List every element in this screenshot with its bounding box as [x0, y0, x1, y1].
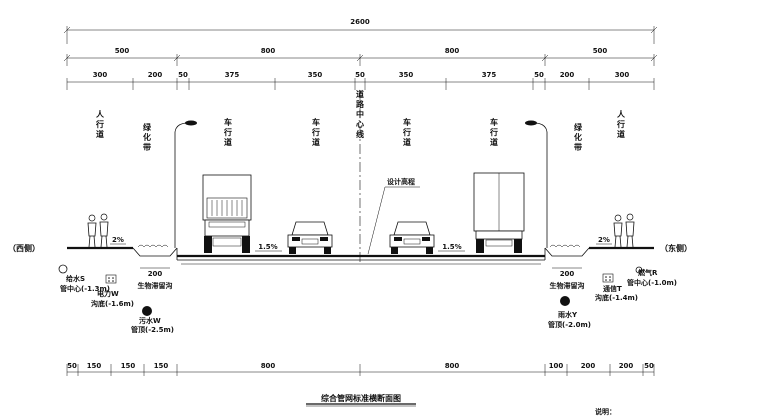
dim-l2-3: 375 — [225, 71, 240, 79]
dim-l2-10: 300 — [615, 71, 630, 79]
dim-l2-5: 50 — [355, 71, 365, 79]
pipe-gas: 燃气R 管中心(-1.0m) — [627, 266, 677, 287]
greenbelt-west-ditch — [132, 247, 178, 257]
dim-bottom: 50 150 150 150 800 800 100 200 200 50 — [66, 362, 655, 376]
pipe-telecom-name: 通信T — [603, 284, 622, 293]
dim-l1-2: 800 — [445, 47, 460, 55]
zone-label-greenbelt-w: 绿化带 — [143, 122, 152, 152]
pipe-sewage: 污水W 管顶(-2.5m) — [131, 306, 174, 334]
pipe-telecom: 通信T 沟底(-1.4m) — [595, 273, 638, 302]
pipe-rain-depth: 管顶(-2.0m) — [548, 320, 591, 329]
truck-west — [202, 174, 252, 253]
telecom-duct-icon — [602, 273, 614, 283]
pipe-gas-name: 燃气R — [637, 268, 658, 277]
zone-label-sidewalk-e: 人行道 — [616, 109, 626, 139]
rain-pipe-icon — [560, 296, 570, 306]
dim-l1-1: 800 — [261, 47, 276, 55]
zone-label-centerline: 道路中心线 — [356, 89, 365, 139]
dim-l1-3: 500 — [593, 47, 608, 55]
dim-level2: 300 200 50 375 350 50 350 375 50 200 300 — [66, 71, 655, 90]
dim-b-2: 150 — [121, 362, 136, 370]
dim-b-0: 50 — [67, 362, 77, 370]
dim-b-9: 50 — [644, 362, 654, 370]
ditch-width-west: 200 — [148, 270, 163, 278]
car-west — [287, 221, 333, 254]
pipe-rain-name: 雨水Y — [558, 310, 578, 319]
dim-total-label: 2600 — [350, 18, 370, 26]
dim-l2-6: 350 — [399, 71, 414, 79]
zone-label-lane-e2: 车行道 — [489, 117, 498, 147]
dim-l2-7: 375 — [482, 71, 497, 79]
zone-label-lane-w2: 车行道 — [311, 117, 320, 147]
ditch-label-west: 生物滞留沟 — [138, 281, 173, 290]
ditch-west: 200 生物滞留沟 — [138, 267, 173, 290]
zone-label-sidewalk-w: 人行道 — [95, 109, 105, 139]
dim-l2-2: 50 — [178, 71, 188, 79]
pipe-sewage-depth: 管顶(-2.5m) — [131, 325, 174, 334]
dim-b-6: 100 — [549, 362, 564, 370]
slope-sidewalk-west: 2% — [112, 236, 124, 244]
pipe-power-depth: 沟底(-1.6m) — [91, 299, 134, 308]
truck-east — [473, 172, 525, 253]
gas-pipe-icon — [635, 266, 643, 274]
street-lamp-west — [174, 120, 197, 248]
dim-l2-8: 50 — [534, 71, 544, 79]
corner-note: 说明： — [595, 407, 616, 416]
zone-label-lane-w1: 车行道 — [223, 117, 232, 147]
slope-road-east: 1.5% — [442, 243, 461, 251]
greenbelt-east-shrubs — [549, 244, 581, 248]
street-lamp-east — [525, 120, 548, 248]
dim-l2-9: 200 — [560, 71, 575, 79]
dim-b-7: 200 — [581, 362, 596, 370]
car-east — [389, 221, 435, 254]
pipe-power-name: 电力W — [97, 289, 119, 298]
pipe-water-supply-name: 给水S — [66, 274, 85, 283]
side-label-west: （西侧） — [8, 243, 40, 253]
ditch-label-east: 生物滞留沟 — [550, 281, 585, 290]
zone-label-lane-e1: 车行道 — [402, 117, 411, 147]
pedestrians-west — [87, 213, 109, 248]
water-supply-pipe-icon — [58, 264, 68, 274]
pedestrians-east — [613, 213, 635, 248]
dim-l1-0: 500 — [115, 47, 130, 55]
design-elevation-label: 设计高程 — [387, 177, 415, 186]
dim-b-4: 800 — [261, 362, 276, 370]
dim-l2-4: 350 — [308, 71, 323, 79]
pipe-sewage-name: 污水W — [139, 316, 161, 325]
dim-b-8: 200 — [619, 362, 634, 370]
ditch-width-east: 200 — [560, 270, 575, 278]
drawing-title: 综合管网标准横断面图 — [321, 393, 401, 403]
dim-b-3: 150 — [154, 362, 169, 370]
sewage-pipe-icon — [142, 306, 152, 316]
design-elevation-callout: 设计高程 — [367, 177, 420, 255]
pipe-water-supply: 给水S 管中心(-1.3m) — [58, 264, 110, 293]
greenbelt-west-shrubs — [137, 244, 169, 248]
pipe-water-supply-depth: 管中心(-1.3m) — [60, 284, 110, 293]
zone-label-greenbelt-e: 绿化带 — [574, 122, 583, 152]
dim-l2-0: 300 — [93, 71, 108, 79]
slope-sidewalk-east: 2% — [598, 236, 610, 244]
dim-level1: 500 800 800 500 — [63, 47, 658, 66]
pipe-power: 电力W 沟底(-1.6m) — [91, 274, 134, 308]
dim-b-1: 150 — [87, 362, 102, 370]
pipe-rain: 雨水Y 管顶(-2.0m) — [548, 296, 591, 329]
dim-b-5: 800 — [445, 362, 460, 370]
ground-profile — [67, 244, 654, 265]
dim-total: 2600 — [63, 18, 658, 44]
pipe-gas-depth: 管中心(-1.0m) — [627, 278, 677, 287]
side-label-east: （东侧） — [660, 243, 692, 253]
power-duct-icon — [105, 274, 117, 284]
ditch-east: 200 生物滞留沟 — [550, 267, 585, 290]
dim-l2-1: 200 — [148, 71, 163, 79]
greenbelt-east-ditch — [544, 247, 590, 257]
slope-road-west: 1.5% — [258, 243, 277, 251]
pipe-telecom-depth: 沟底(-1.4m) — [595, 293, 638, 302]
